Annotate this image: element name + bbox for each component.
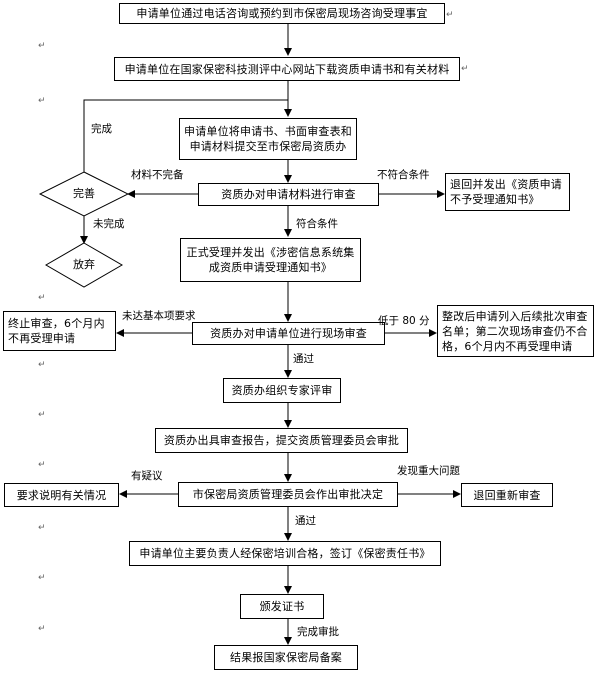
paragraph-mark: ↵ [38,96,46,106]
label-nonconform: 不符合条件 [377,169,430,181]
paragraph-mark: ↵ [38,293,46,303]
decision-abandon [45,242,123,288]
paragraph-mark: ↵ [446,10,454,20]
step-9-explain: 要求说明有关情况 [4,483,119,507]
label-not-done: 未完成 [93,218,125,230]
label-basic-fail: 未达基本项要求 [122,310,196,322]
decision-abandon-label: 放弃 [73,258,95,271]
step-7-expert-review: 资质办组织专家评审 [223,378,341,403]
label-pass-2: 通过 [295,515,316,527]
step-12-filing: 结果报国家保密局备案 [214,645,358,670]
step-6-onsite-review: 资质办对申请单位进行现场审查 [192,322,385,345]
paragraph-mark: ↵ [38,410,46,420]
label-under-80: 低于 80 分 [378,315,430,327]
decision-complete [38,171,130,217]
paragraph-mark: ↵ [38,573,46,583]
label-pass-1: 通过 [293,353,314,365]
paragraph-mark: ↵ [38,360,46,370]
paragraph-mark: ↵ [461,64,469,74]
loop-complete-s3 [83,99,288,172]
step-4-reject-notice: 退回并发出《资质申请不予受理通知书》 [445,173,570,211]
step-1-consult: 申请单位通过电话咨询或预约到市保密局现场咨询受理事宜 [119,3,445,24]
label-approved: 完成审批 [297,626,339,638]
step-11-certificate: 颁发证书 [240,594,324,619]
label-major-issue: 发现重大问题 [397,465,460,477]
step-9-decision: 市保密局资质管理委员会作出审批决定 [178,482,398,507]
step-6-rectify: 整改后申请列入后续批次审查名单；第二次现场审查仍不合格，6个月内不再受理申请 [437,305,594,357]
label-incomplete: 材料不完备 [131,169,184,181]
label-conform: 符合条件 [296,218,338,230]
step-8-report: 资质办出具审查报告，提交资质管理委员会审批 [155,428,408,453]
label-done: 完成 [91,123,112,135]
step-4-material-review: 资质办对申请材料进行审查 [198,183,379,206]
paragraph-mark: ↵ [38,41,46,51]
decision-complete-label: 完善 [73,187,95,200]
step-5-formal-accept: 正式受理并发出《涉密信息系统集成资质申请受理通知书》 [180,238,361,282]
paragraph-mark: ↵ [38,523,46,533]
step-9-return: 退回重新审查 [461,483,553,507]
step-2-download: 申请单位在国家保密科技测评中心网站下载资质申请书和有关材料 [114,57,460,81]
step-6-terminate: 终止审查，6个月内不再受理申请 [3,311,116,351]
paragraph-mark: ↵ [38,460,46,470]
label-doubt: 有疑议 [131,470,163,482]
step-3-submit: 申请单位将申请书、书面审查表和申请材料提交至市保密局资质办 [179,118,357,160]
step-10-sign: 申请单位主要负责人经保密培训合格，签订《保密责任书》 [129,541,441,566]
paragraph-mark: ↵ [38,624,46,634]
